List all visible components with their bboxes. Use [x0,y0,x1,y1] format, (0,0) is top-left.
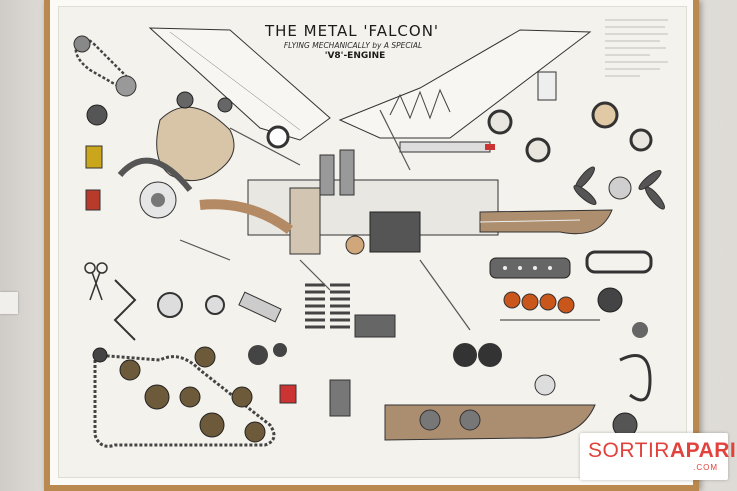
sprockets-bottom [92,346,266,443]
logo-wordmark: SORTIRAPARIS [588,439,737,463]
wing-right [338,29,592,139]
linkage-rods [179,109,600,331]
sprocket-icon [73,35,91,53]
wall-label [0,292,18,314]
v8-engine-block [199,141,499,255]
logo-light-text: SORTIR [588,439,670,462]
artwork-subtitle: FLYING MECHANICALLY by A SPECIAL [283,41,423,50]
sortiraparis-logo: SORTIRAPARIS .COM [580,433,737,480]
orange-gears [503,291,575,314]
scissors-icon [84,262,108,301]
cylinder-yellow [85,145,103,169]
logo-bold-text: APARIS [669,439,737,462]
logo-domain: .COM [693,463,718,472]
blade-top [479,209,613,235]
chain-bottom-left [93,353,276,448]
engine-label: 'V8'-ENGINE [324,51,386,61]
propellers [573,166,666,210]
cylinder-red [85,189,101,211]
blade-bottom [384,404,596,441]
wheels-top-right [487,71,653,163]
handwritten-notes [605,19,668,77]
drive-belt [585,250,653,274]
artwork-title: THE METAL 'FALCON' [264,22,440,40]
coil-springs [305,283,350,329]
wing-left [148,27,331,141]
head-assembly [117,106,235,219]
exhaust-pipe [489,257,571,279]
disc-dark [597,287,623,313]
